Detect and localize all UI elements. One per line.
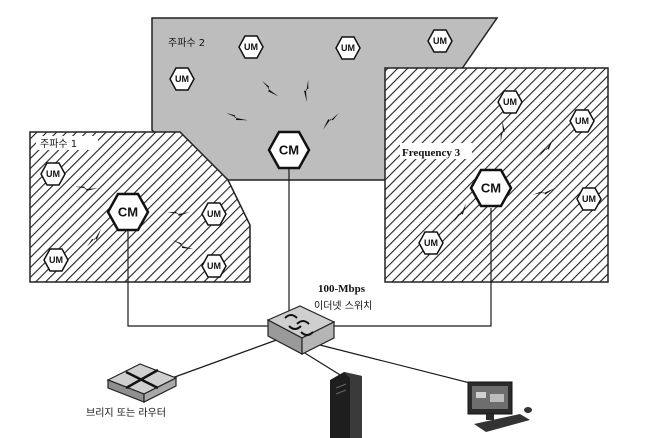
um-nodes: UM UM UM UM UM UM UM UM: [40, 29, 602, 278]
um-node[interactable]: UM: [201, 254, 227, 278]
switch-speed-label: 100-Mbps: [318, 283, 366, 295]
um-node[interactable]: UM: [335, 36, 361, 60]
um-node[interactable]: UM: [238, 35, 264, 59]
um-node[interactable]: UM: [40, 162, 66, 186]
cm-node-zone2[interactable]: CM: [267, 130, 311, 170]
um-node[interactable]: UM: [169, 67, 195, 91]
svg-text:CM: CM: [481, 181, 501, 196]
ethernet-switch[interactable]: [266, 305, 336, 355]
svg-text:UM: UM: [575, 116, 589, 126]
svg-text:CM: CM: [279, 143, 299, 158]
svg-text:UM: UM: [207, 261, 221, 271]
workstation-computer-icon[interactable]: [467, 381, 532, 432]
um-node[interactable]: UM: [427, 29, 453, 53]
ethernet-cabling: [127, 166, 492, 386]
switch-name-label: 이더넷 스위치: [314, 299, 372, 312]
svg-text:UM: UM: [49, 255, 63, 265]
um-node[interactable]: UM: [43, 248, 69, 272]
svg-text:UM: UM: [424, 238, 438, 248]
svg-text:UM: UM: [433, 36, 447, 46]
zone3-label: Frequency 3: [402, 147, 461, 159]
cm-node-zone3[interactable]: CM: [469, 168, 513, 208]
svg-text:CM: CM: [118, 205, 138, 220]
zone1-label: 주파수 1: [40, 138, 77, 150]
um-node[interactable]: UM: [569, 109, 595, 133]
cm-node-zone1[interactable]: CM: [106, 192, 150, 232]
crossed-arrows-icon: [125, 368, 159, 390]
server-tower-icon[interactable]: [330, 372, 362, 438]
svg-text:UM: UM: [207, 209, 221, 219]
zone2-label: 주파수 2: [168, 37, 205, 49]
svg-text:UM: UM: [341, 43, 355, 53]
svg-text:UM: UM: [244, 42, 258, 52]
switch-arrows-icon: [284, 314, 314, 336]
svg-text:UM: UM: [582, 194, 596, 204]
svg-text:UM: UM: [503, 97, 517, 107]
router-label: 브리지 또는 라우터: [86, 407, 166, 419]
um-node[interactable]: UM: [497, 90, 523, 114]
svg-text:UM: UM: [46, 169, 60, 179]
um-node[interactable]: UM: [201, 202, 227, 226]
um-node[interactable]: UM: [418, 231, 444, 255]
bridge-router-device[interactable]: [106, 363, 178, 403]
um-node[interactable]: UM: [576, 187, 602, 211]
svg-text:UM: UM: [175, 74, 189, 84]
